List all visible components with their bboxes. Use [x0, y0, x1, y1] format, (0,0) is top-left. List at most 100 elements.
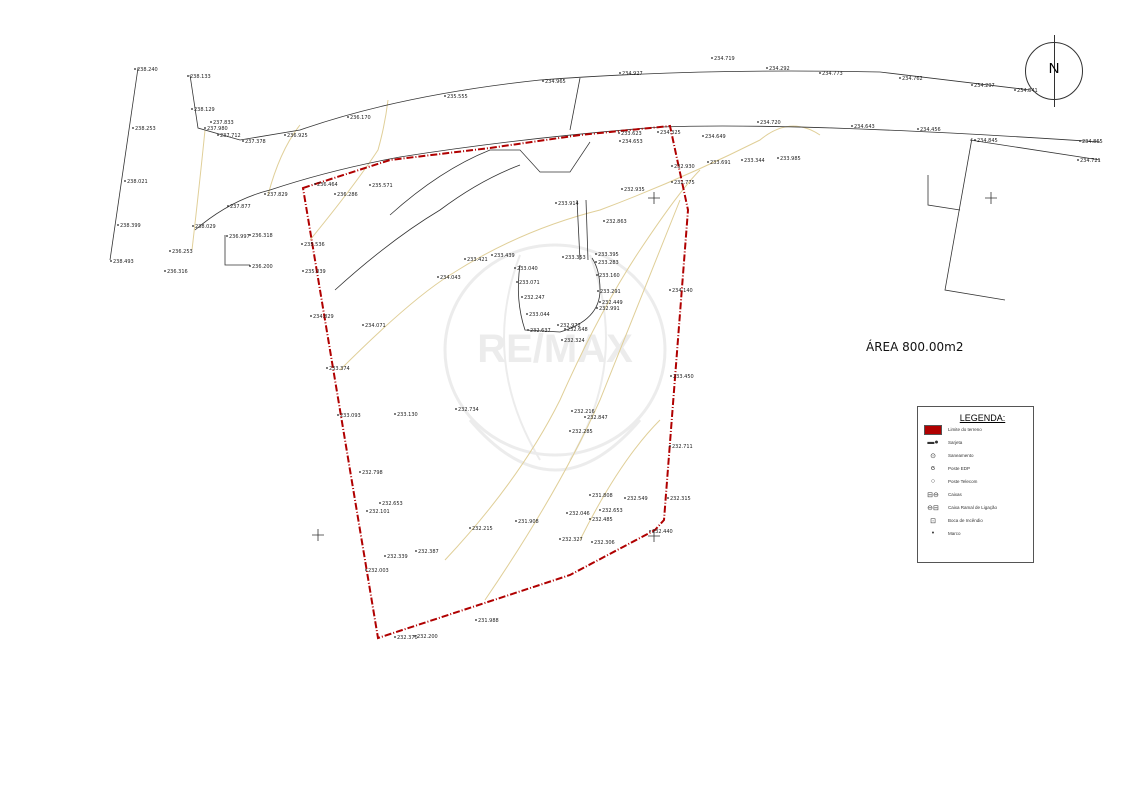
legend-item: Limite do terreno [918, 423, 1033, 436]
spot-height-marker [124, 180, 126, 182]
branch-box-icon: ⊖⊟ [927, 504, 939, 512]
spot-height-marker [584, 416, 586, 418]
spot-height-marker [132, 127, 134, 129]
spot-height-marker [242, 140, 244, 142]
spot-height-marker [394, 636, 396, 638]
spot-height-marker [559, 538, 561, 540]
spot-height-label: 232.215 [472, 526, 493, 532]
legend: LEGENDA: Limite do terreno ▬●Sarjeta ⊙Sa… [917, 406, 1034, 563]
spot-height-label: 234.653 [622, 139, 643, 145]
spot-height-label: 233.353 [565, 255, 586, 261]
spot-height-label: 237.712 [220, 133, 241, 139]
spot-height-marker [619, 140, 621, 142]
spot-height-label: 232.370 [397, 635, 418, 641]
spot-height-label: 232.711 [672, 444, 693, 450]
spot-height-label: 234.140 [672, 288, 693, 294]
spot-height-label: 238.253 [135, 126, 156, 132]
spot-height-marker [384, 555, 386, 557]
spot-height-label: 232.847 [587, 415, 608, 421]
spot-height-marker [134, 68, 136, 70]
spot-height-marker [337, 414, 339, 416]
spot-height-marker [227, 205, 229, 207]
remax-watermark: RE/MAX [443, 243, 667, 472]
spot-height-label: 232.327 [562, 537, 583, 543]
spot-height-marker [757, 121, 759, 123]
spot-height-marker [591, 541, 593, 543]
spot-height-marker [569, 430, 571, 432]
embankment-hatching [389, 141, 591, 216]
spot-height-marker [226, 235, 228, 237]
spot-height-label: 232.306 [594, 540, 615, 546]
spot-height-marker [555, 202, 557, 204]
spot-height-marker [1014, 89, 1016, 91]
area-label: ÁREA 800.00m2 [866, 340, 964, 354]
spot-height-label: 232.653 [382, 501, 403, 507]
spot-height-marker [110, 260, 112, 262]
legend-label: Sarjeta [948, 440, 963, 445]
spot-height-marker [917, 128, 919, 130]
spot-height-marker [564, 328, 566, 330]
spot-height-label: 235.555 [447, 94, 468, 100]
legend-item: ⊖⊟Caixa Ramal de Ligação [918, 501, 1033, 514]
spot-height-marker [249, 234, 251, 236]
spot-height-marker [561, 339, 563, 341]
spot-height-marker [669, 445, 671, 447]
spot-height-label: 237.378 [245, 139, 266, 145]
spot-height-label: 237.829 [267, 192, 288, 198]
spot-height-label: 232.991 [599, 306, 620, 312]
legend-item: •Marco [918, 527, 1033, 540]
spot-height-label: 234.865 [1082, 139, 1103, 145]
spot-height-marker [599, 301, 601, 303]
spot-height-label: 234.829 [313, 314, 334, 320]
spot-height-label: 234.643 [854, 124, 875, 130]
spot-height-label: 236.997 [229, 234, 250, 240]
spot-height-label: 234.719 [714, 56, 735, 62]
spot-height-marker [851, 125, 853, 127]
spot-height-label: 234.841 [1017, 88, 1038, 94]
spot-height-label: 232.216 [574, 409, 595, 415]
spot-height-marker [1079, 140, 1081, 142]
spot-height-label: 232.653 [602, 508, 623, 514]
spot-height-label: 232.930 [674, 164, 695, 170]
spot-height-marker [515, 520, 517, 522]
spot-height-marker [671, 181, 673, 183]
contour-lines [191, 99, 821, 601]
spot-height-marker [334, 193, 336, 195]
spot-height-marker [707, 161, 709, 163]
spot-height-label: 236.286 [337, 192, 358, 198]
spot-height-label: 233.395 [598, 252, 619, 258]
spot-height-label: 232.449 [602, 300, 623, 306]
spot-height-marker [365, 569, 367, 571]
spot-height-marker [526, 313, 528, 315]
spot-height-marker [657, 131, 659, 133]
road-lines [109, 67, 1101, 333]
spot-height-marker [516, 281, 518, 283]
spot-height-label: 233.040 [517, 266, 538, 272]
spot-height-marker [596, 274, 598, 276]
spot-height-marker [284, 134, 286, 136]
spot-heights: 238.240238.133238.253238.021238.399238.4… [110, 56, 1103, 641]
spot-height-label: 235.571 [372, 183, 393, 189]
legend-title: LEGENDA: [959, 413, 1006, 423]
spot-height-label: 233.044 [529, 312, 550, 318]
spot-height-marker [117, 224, 119, 226]
spot-height-marker [669, 289, 671, 291]
spot-height-label: 236.318 [252, 233, 273, 239]
spot-height-marker [347, 116, 349, 118]
spot-height-label: 232.734 [458, 407, 479, 413]
spot-height-label: 232.285 [572, 429, 593, 435]
legend-label: Limite do terreno [948, 427, 982, 432]
spot-height-marker [366, 510, 368, 512]
spot-height-marker [899, 77, 901, 79]
spot-height-label: 238.021 [127, 179, 148, 185]
marker-icon: • [931, 530, 935, 537]
spot-height-marker [1077, 159, 1079, 161]
spot-height-marker [571, 410, 573, 412]
north-label: N [1048, 60, 1060, 77]
spot-height-marker [566, 512, 568, 514]
spot-height-label: 232.046 [569, 511, 590, 517]
spot-height-marker [475, 619, 477, 621]
spot-height-label: 234.292 [769, 66, 790, 72]
spot-height-marker [362, 324, 364, 326]
